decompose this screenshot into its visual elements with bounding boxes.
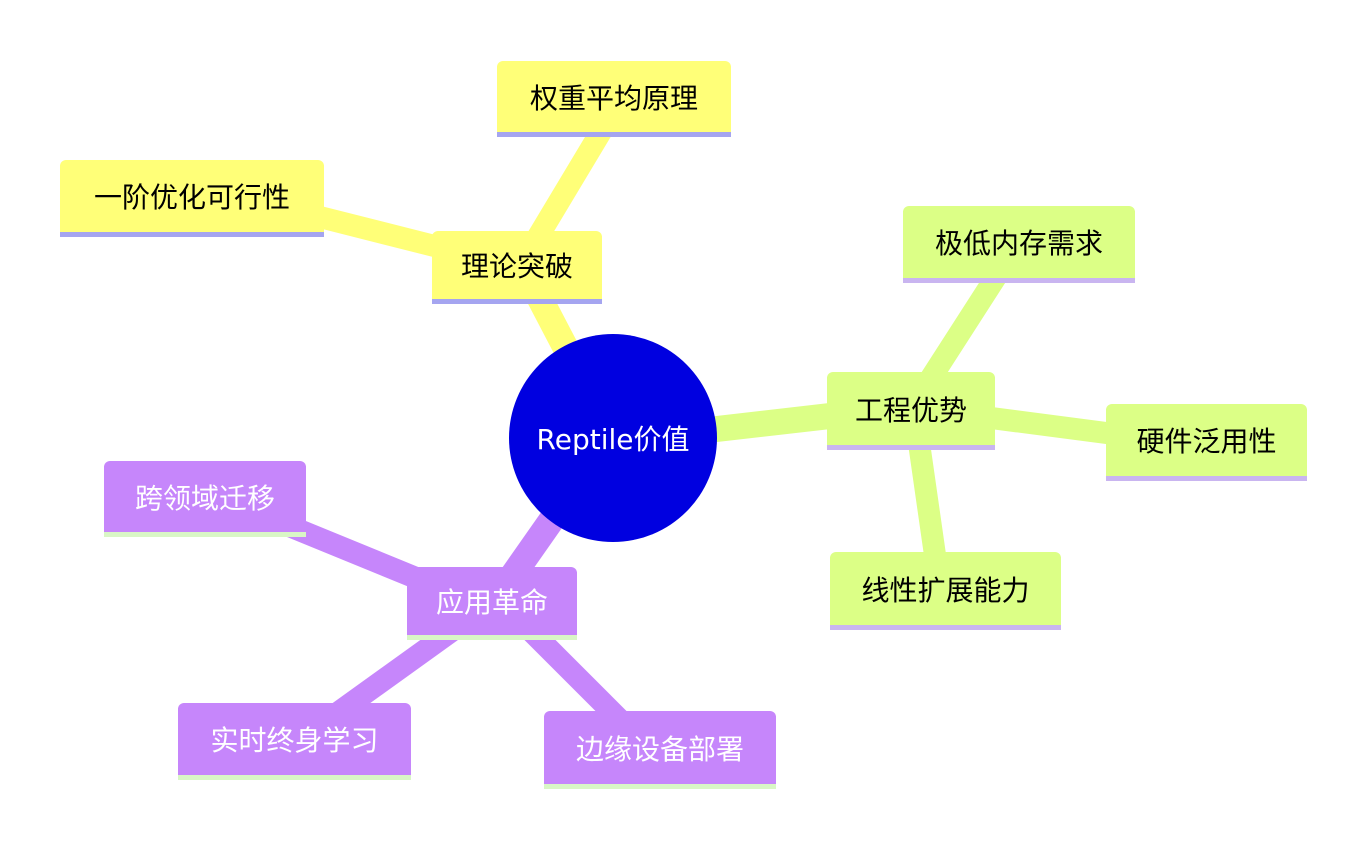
branch-label-engineering: 工程优势: [854, 393, 967, 427]
leaf-node-linear-scaling[interactable]: 线性扩展能力: [830, 552, 1061, 630]
leaf-label: 权重平均原理: [529, 81, 698, 115]
leaf-node-cross-domain[interactable]: 跨领域迁移: [104, 461, 306, 537]
branch-node-theory[interactable]: 理论突破: [432, 231, 602, 304]
leaf-node-weight-averaging[interactable]: 权重平均原理: [497, 61, 731, 137]
branch-label-theory: 理论突破: [460, 250, 573, 283]
leaf-node-edge-deployment[interactable]: 边缘设备部署: [544, 711, 776, 789]
leaf-label: 线性扩展能力: [861, 573, 1030, 607]
leaf-label: 硬件泛用性: [1136, 425, 1277, 458]
leaf-node-hardware[interactable]: 硬件泛用性: [1106, 404, 1307, 481]
leaf-node-low-memory[interactable]: 极低内存需求: [903, 206, 1135, 283]
leaf-label: 边缘设备部署: [575, 732, 744, 766]
leaf-label: 极低内存需求: [934, 227, 1103, 260]
leaf-label: 一阶优化可行性: [93, 181, 290, 214]
connector-theory-weight: [519, 109, 619, 261]
branch-node-application[interactable]: 应用革命: [407, 567, 577, 640]
leaf-node-first-order[interactable]: 一阶优化可行性: [60, 160, 324, 237]
leaf-node-lifelong-learning[interactable]: 实时终身学习: [178, 703, 411, 780]
leaf-label: 实时终身学习: [210, 724, 379, 757]
leaf-label: 跨领域迁移: [134, 481, 275, 515]
branch-label-application: 应用革命: [435, 586, 548, 619]
root-node[interactable]: Reptile价值: [509, 334, 717, 542]
branch-node-engineering[interactable]: 工程优势: [827, 372, 995, 450]
root-label: Reptile价值: [536, 423, 690, 456]
